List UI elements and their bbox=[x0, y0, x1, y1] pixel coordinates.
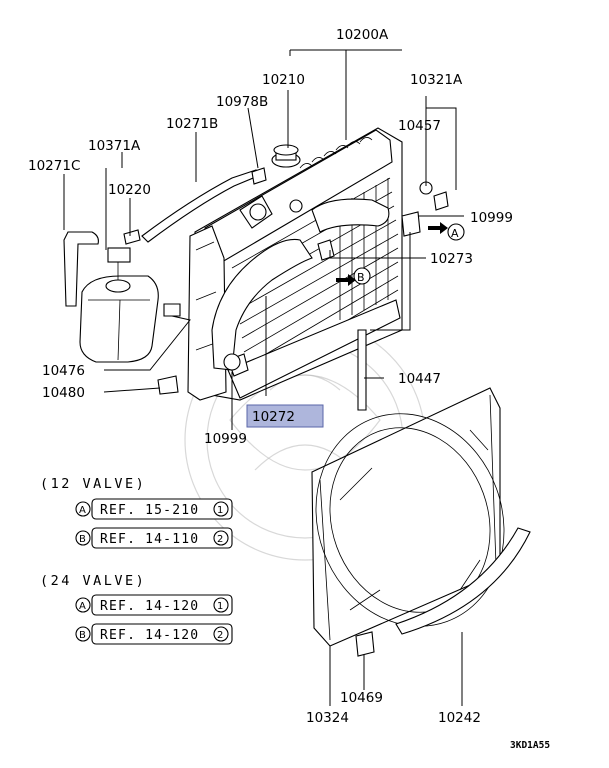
label-10371A: 10371A bbox=[88, 138, 141, 154]
ref-marker-circle bbox=[75, 530, 91, 546]
label-10242: 10242 bbox=[438, 710, 481, 726]
diagram-code: 3KD1A55 bbox=[510, 740, 550, 751]
label-10272: 10272 bbox=[252, 409, 295, 425]
ref-box bbox=[91, 623, 233, 645]
label-10324: 10324 bbox=[306, 710, 349, 726]
ref-marker: A bbox=[79, 505, 86, 516]
fittings bbox=[123, 167, 449, 657]
label-10476: 10476 bbox=[42, 363, 85, 379]
marker-a: A bbox=[451, 227, 459, 240]
highlight-10272 bbox=[246, 404, 324, 428]
ref-num: 2 bbox=[217, 630, 223, 641]
ref-num-circle bbox=[213, 597, 229, 613]
marker-a-circle bbox=[447, 223, 465, 241]
fan-shroud bbox=[311, 387, 505, 647]
ref-box bbox=[91, 498, 233, 520]
marker-b: B bbox=[357, 271, 365, 284]
leader-lines bbox=[63, 49, 464, 706]
arrow-a bbox=[428, 222, 448, 234]
marker-b-circle bbox=[353, 267, 371, 285]
ref-text: REF. 15-210 bbox=[100, 503, 199, 518]
lower-shroud bbox=[395, 527, 531, 635]
label-10469: 10469 bbox=[340, 690, 383, 706]
reservoir-hose bbox=[63, 231, 99, 307]
ref-num-circle bbox=[213, 530, 229, 546]
label-10480: 10480 bbox=[42, 385, 85, 401]
ref-text: REF. 14-120 bbox=[100, 628, 199, 643]
ref-marker-circle bbox=[75, 501, 91, 517]
label-10271C: 10271C bbox=[28, 158, 80, 174]
arrow-b bbox=[336, 274, 356, 286]
label-10321A: 10321A bbox=[410, 72, 463, 88]
label-10457: 10457 bbox=[398, 118, 441, 134]
ref-box bbox=[91, 527, 233, 549]
ref-text: REF. 14-120 bbox=[100, 599, 199, 614]
label-10999-bottom: 10999 bbox=[204, 431, 247, 447]
ref-num-circle bbox=[213, 501, 229, 517]
label-10978B: 10978B bbox=[216, 94, 268, 110]
reference-notes: (12 VALVE) A REF. 15-210 1 B REF. 14-110… bbox=[40, 476, 233, 645]
section-title-24-valve: (24 VALVE) bbox=[40, 573, 146, 589]
ref-box bbox=[91, 594, 233, 616]
ref-marker-circle bbox=[75, 597, 91, 613]
label-10220: 10220 bbox=[108, 182, 151, 198]
label-10999-right: 10999 bbox=[470, 210, 513, 226]
section-title-12-valve: (12 VALVE) bbox=[40, 476, 146, 492]
drain-hose bbox=[357, 329, 367, 411]
ref-text: REF. 14-110 bbox=[100, 532, 199, 547]
label-10210: 10210 bbox=[262, 72, 305, 88]
ref-num-circle bbox=[213, 626, 229, 642]
upper-hose bbox=[311, 198, 390, 233]
label-10447: 10447 bbox=[398, 371, 441, 387]
ref-num: 1 bbox=[217, 505, 223, 516]
ref-num: 1 bbox=[217, 601, 223, 612]
label-10271B: 10271B bbox=[166, 116, 218, 132]
label-10273: 10273 bbox=[430, 251, 473, 267]
ref-marker: B bbox=[79, 534, 86, 545]
lower-hose bbox=[211, 238, 313, 371]
reservoir-tank bbox=[79, 247, 159, 363]
ref-marker-circle bbox=[75, 626, 91, 642]
part-labels: 10200A 10210 10321A 10978B 10271B 10457 … bbox=[28, 27, 513, 726]
ref-num: 2 bbox=[217, 534, 223, 545]
ref-marker: A bbox=[79, 601, 86, 612]
ref-marker: B bbox=[79, 630, 86, 641]
label-10200A: 10200A bbox=[336, 27, 389, 43]
